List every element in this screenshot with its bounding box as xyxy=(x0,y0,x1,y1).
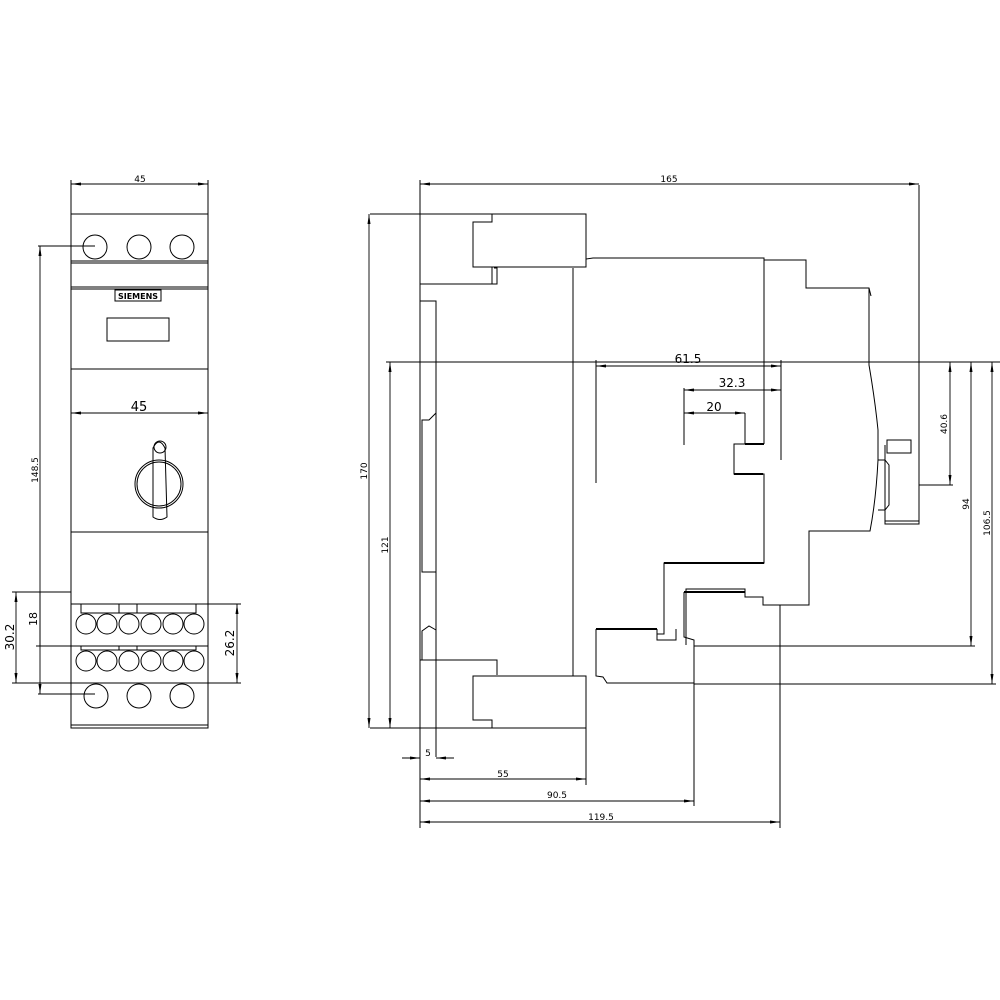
main-terminals-top xyxy=(82,234,195,260)
dim-61-5: 61.5 xyxy=(675,352,702,366)
dim-18: 18 xyxy=(27,612,40,626)
main-terminals-bottom xyxy=(83,683,195,709)
dim-30-2: 30.2 xyxy=(3,624,17,651)
dim-26-2: 26.2 xyxy=(223,630,237,657)
brand-plate xyxy=(114,289,162,302)
dim-40-6: 40.6 xyxy=(940,414,950,434)
dim-94: 94 xyxy=(962,498,972,510)
dim-height-148-5: 148.5 xyxy=(31,457,41,483)
dim-5: 5 xyxy=(425,749,431,759)
front-view: SIEMENS xyxy=(3,175,241,729)
dim-depth-165: 165 xyxy=(660,175,677,185)
dim-32-3: 32.3 xyxy=(719,376,746,390)
dim-106-5: 106.5 xyxy=(983,510,993,536)
front-body-outline xyxy=(70,213,209,729)
brand-label: SIEMENS xyxy=(118,292,158,301)
rotary-knob-icon xyxy=(134,440,184,520)
dim-top-width: 45 xyxy=(134,175,145,185)
dim-mid-width: 45 xyxy=(131,400,148,415)
aux-terminals-row-1 xyxy=(75,613,205,635)
side-view: 165 170 121 61.5 32.3 20 40.6 94 106.5 5 xyxy=(360,175,1000,828)
dim-height-170: 170 xyxy=(360,462,370,479)
aux-terminals-row-2 xyxy=(75,650,205,672)
dim-119-5: 119.5 xyxy=(588,813,614,823)
dim-55: 55 xyxy=(497,770,508,780)
knob-indicator xyxy=(886,439,912,454)
dim-90-5: 90.5 xyxy=(547,791,567,801)
dim-20: 20 xyxy=(706,400,721,414)
label-window xyxy=(106,317,170,342)
dim-rail-121: 121 xyxy=(381,536,391,553)
